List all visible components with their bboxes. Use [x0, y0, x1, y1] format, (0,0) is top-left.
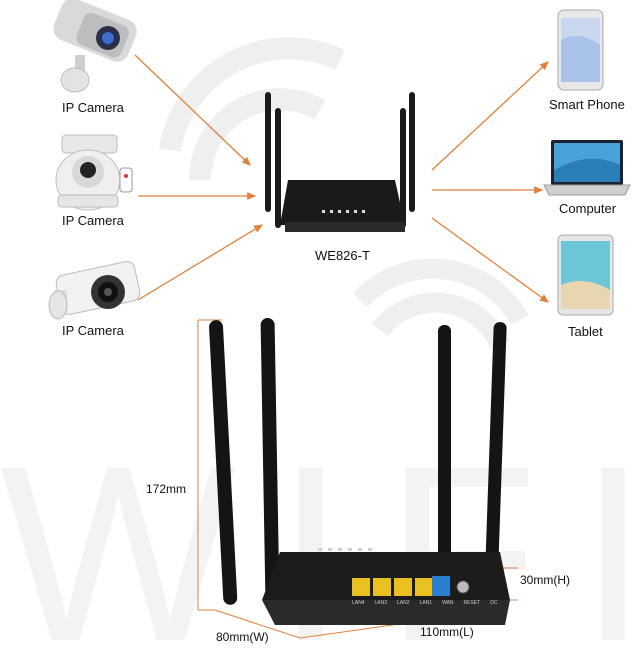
width-dimension: 80mm(W)	[216, 630, 269, 644]
smartphone-label: Smart Phone	[549, 97, 625, 112]
camera-label-3: IP Camera	[62, 323, 124, 338]
port-label: LAN1	[419, 600, 433, 606]
port-label: LAN3	[374, 600, 388, 606]
dc-port	[456, 580, 470, 594]
tablet-label: Tablet	[568, 324, 603, 339]
wan-port	[432, 576, 450, 596]
arrow-camera1	[134, 54, 251, 166]
depth-dimension: 30mm(H)	[520, 573, 570, 587]
port-label: RESET	[463, 600, 481, 606]
length-dimension: 110mm(L)	[420, 625, 474, 639]
port-labels: LAN4 LAN3 LAN2 LAN1 WAN RESET DC	[352, 600, 497, 606]
port-label: WAN	[442, 600, 454, 606]
port-label: LAN2	[397, 600, 410, 606]
height-dimension: 172mm	[146, 482, 187, 496]
wifi-watermark-icon	[352, 258, 529, 350]
port-label: LAN4	[352, 600, 365, 606]
arrow-phone	[431, 61, 549, 171]
camera-label-1: IP Camera	[62, 100, 124, 115]
port-label: DC	[490, 600, 498, 606]
router-model-label: WE826-T	[315, 248, 370, 263]
wifi-watermark-text: WIFI	[0, 414, 640, 671]
wifi-watermark-icon	[159, 37, 345, 181]
computer-label: Computer	[559, 201, 617, 216]
arrow-tablet	[431, 217, 550, 303]
arrow-camera3	[137, 224, 264, 301]
lan-ports	[352, 576, 470, 596]
camera-label-2: IP Camera	[62, 213, 124, 228]
